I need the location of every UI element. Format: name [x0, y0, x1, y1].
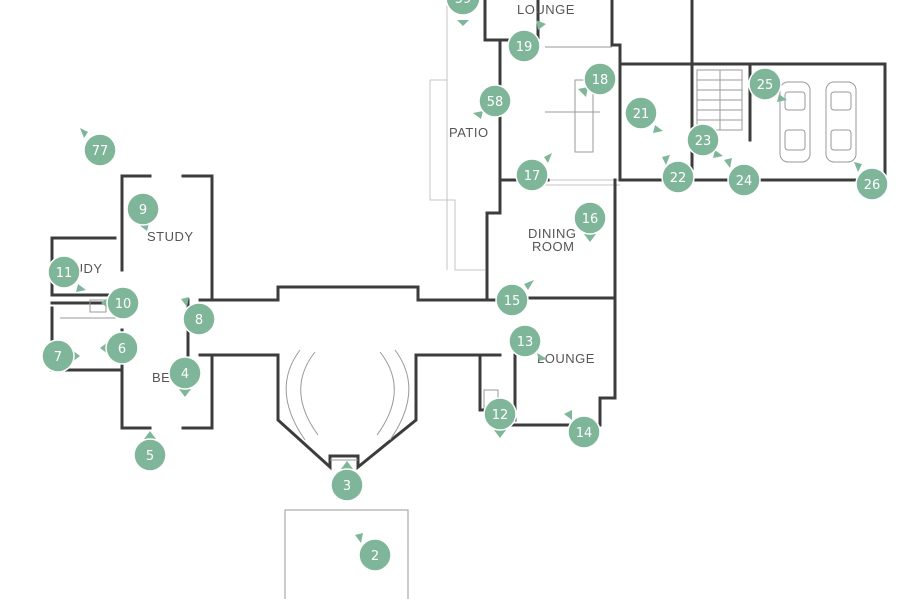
svg-text:18: 18 [592, 73, 609, 88]
photo-marker-10[interactable]: 10 [101, 286, 140, 320]
photo-markers: 59 19 18 25 58 21 [41, 0, 889, 572]
photo-marker-2[interactable]: 2 [355, 533, 392, 572]
photo-marker-11[interactable]: 11 [47, 255, 86, 292]
svg-text:21: 21 [633, 107, 650, 122]
photo-marker-7[interactable]: 7 [41, 339, 80, 373]
photo-marker-25[interactable]: 25 [748, 67, 787, 102]
photo-marker-19[interactable]: 19 [507, 20, 546, 63]
photo-marker-9[interactable]: 9 [126, 192, 160, 231]
svg-text:19: 19 [516, 40, 533, 55]
svg-text:12: 12 [492, 408, 509, 423]
room-label-study-main: STUDY [147, 229, 194, 244]
photo-marker-24[interactable]: 24 [724, 158, 761, 197]
svg-text:8: 8 [195, 313, 203, 328]
svg-text:5: 5 [146, 449, 154, 464]
garage-cars [779, 81, 857, 163]
svg-text:13: 13 [517, 335, 534, 350]
photo-marker-18[interactable]: 18 [578, 62, 617, 97]
svg-text:3: 3 [343, 479, 351, 494]
walls [50, 0, 887, 471]
svg-text:14: 14 [576, 426, 593, 441]
svg-text:9: 9 [139, 203, 147, 218]
photo-marker-26[interactable]: 26 [854, 162, 889, 201]
svg-text:6: 6 [118, 342, 126, 357]
room-label-lounge-top: LOUNGE [517, 2, 575, 17]
svg-text:16: 16 [582, 212, 599, 227]
photo-marker-23[interactable]: 23 [686, 123, 723, 158]
svg-text:4: 4 [181, 367, 189, 382]
room-label-patio: PATIO [449, 125, 489, 140]
photo-marker-17[interactable]: 17 [515, 153, 552, 192]
svg-text:24: 24 [736, 174, 753, 189]
svg-text:23: 23 [695, 134, 712, 149]
photo-marker-3[interactable]: 3 [330, 461, 364, 502]
room-label-lounge-bottom: LOUNGE [537, 351, 595, 366]
photo-marker-12[interactable]: 12 [483, 397, 517, 438]
svg-text:58: 58 [487, 95, 504, 110]
photo-marker-6[interactable]: 6 [100, 331, 139, 365]
svg-text:10: 10 [115, 297, 132, 312]
svg-text:2: 2 [371, 549, 379, 564]
svg-text:7: 7 [54, 350, 62, 365]
room-label-room: ROOM [532, 239, 574, 254]
photo-marker-15[interactable]: 15 [495, 280, 534, 317]
photo-marker-22[interactable]: 22 [661, 155, 695, 194]
photo-marker-13[interactable]: 13 [508, 324, 547, 361]
svg-text:59: 59 [455, 0, 472, 7]
svg-text:26: 26 [864, 178, 881, 193]
svg-text:22: 22 [670, 171, 687, 186]
svg-text:77: 77 [92, 144, 109, 159]
svg-text:17: 17 [524, 169, 541, 184]
photo-marker-16[interactable]: 16 [573, 201, 607, 242]
svg-text:11: 11 [56, 266, 73, 281]
photo-marker-5[interactable]: 5 [133, 431, 167, 472]
photo-marker-21[interactable]: 21 [624, 96, 663, 133]
photo-marker-59[interactable]: 59 [445, 0, 481, 26]
photo-marker-4[interactable]: 4 [168, 356, 202, 397]
svg-text:25: 25 [757, 78, 774, 93]
photo-marker-8[interactable]: 8 [181, 297, 216, 336]
room-label-dining: DINING [528, 226, 577, 241]
photo-marker-14[interactable]: 14 [564, 410, 601, 449]
photo-marker-58[interactable]: 58 [473, 84, 512, 119]
svg-text:15: 15 [504, 294, 521, 309]
photo-marker-77[interactable]: 77 [80, 128, 117, 167]
